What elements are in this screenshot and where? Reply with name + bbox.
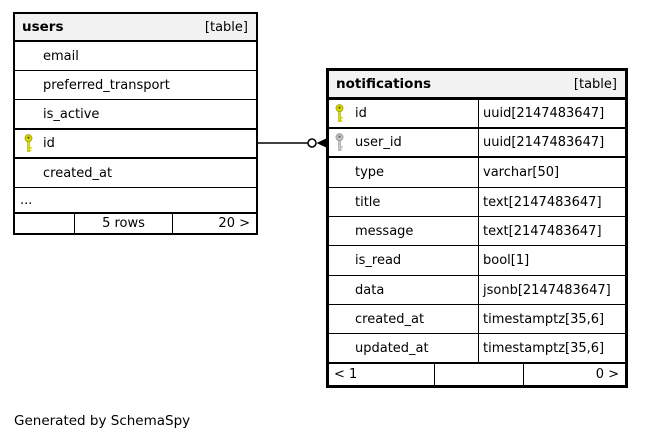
column-type: jsonb[2147483647] [483, 282, 611, 298]
table-row: updated_at timestamptz[35,6] [329, 334, 625, 364]
notifications-table-node[interactable]: notifications [table] id uuid[2147483647… [326, 68, 628, 388]
foreign-key-icon [335, 133, 344, 152]
generated-by-note: Generated by SchemaSpy [14, 413, 191, 429]
table-title[interactable]: users [22, 19, 64, 35]
column-name: updated_at [355, 340, 429, 356]
table-row: data jsonb[2147483647] [329, 276, 625, 305]
table-row: email [15, 42, 256, 71]
column-name: is_read [355, 253, 402, 268]
notifications-table-header[interactable]: notifications [table] [329, 71, 625, 100]
column-name: is_active [43, 106, 100, 122]
ellipsis-label: ... [20, 192, 33, 208]
column-type: varchar[50] [483, 165, 560, 180]
users-table-header[interactable]: users [table] [15, 14, 256, 42]
footer-cell-empty [15, 214, 75, 233]
table-row: created_at [15, 159, 256, 188]
table-row: user_id uuid[2147483647] [329, 129, 625, 158]
table-row: preferred_transport [15, 71, 256, 100]
column-type: timestamptz[35,6] [483, 340, 605, 356]
column-name: user_id [355, 135, 402, 150]
column-type: text[2147483647] [483, 223, 602, 239]
table-row: is_active [15, 100, 256, 130]
users-table-node[interactable]: users [table] email preferred_transport … [13, 12, 258, 235]
column-name: data [355, 282, 385, 298]
table-row: title text[2147483647] [329, 188, 625, 217]
cardinality-circle [307, 138, 317, 148]
table-row: message text[2147483647] [329, 217, 625, 246]
hidden-columns-ellipsis-row: ... [15, 188, 256, 214]
primary-key-icon [24, 134, 33, 153]
column-name: id [43, 136, 55, 151]
column-type: uuid[2147483647] [483, 106, 605, 121]
users-table-footer: 5 rows 20 > [15, 214, 256, 233]
column-type: timestamptz[35,6] [483, 311, 605, 327]
column-type: uuid[2147483647] [483, 135, 605, 150]
table-row: is_read bool[1] [329, 246, 625, 276]
column-name: email [43, 48, 79, 64]
column-name: preferred_transport [43, 77, 170, 93]
column-type: bool[1] [483, 253, 530, 268]
table-row: created_at timestamptz[35,6] [329, 305, 625, 334]
parent-count-label: < 1 [329, 364, 435, 385]
column-name: message [355, 223, 414, 239]
table-row: id [15, 130, 256, 159]
table-type-badge: [table] [573, 76, 617, 92]
table-type-badge: [table] [204, 19, 248, 35]
related-count-label: 20 > [218, 216, 250, 231]
row-count-label: 5 rows [75, 214, 173, 233]
table-row: type varchar[50] [329, 158, 625, 188]
footer-cell-empty [435, 364, 524, 385]
column-name: id [355, 106, 367, 121]
column-name: type [355, 165, 385, 180]
table-title[interactable]: notifications [336, 76, 432, 92]
arrowhead [316, 138, 327, 148]
notifications-table-footer: < 1 0 > [329, 364, 625, 385]
column-name: created_at [43, 165, 113, 181]
column-name: title [355, 194, 381, 210]
primary-key-icon [335, 104, 344, 123]
child-count-label: 0 > [595, 367, 619, 382]
column-type: text[2147483647] [483, 194, 602, 210]
table-row: id uuid[2147483647] [329, 100, 625, 129]
column-name: created_at [355, 311, 425, 327]
